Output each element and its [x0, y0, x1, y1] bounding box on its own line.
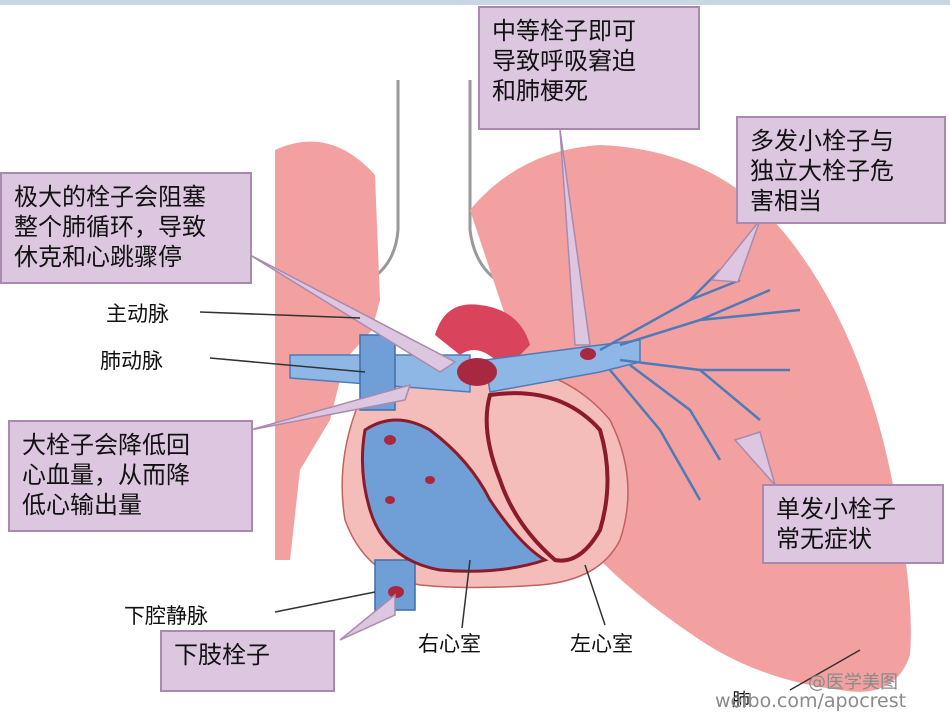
- watermark-url: weibo.com/apocrest: [715, 690, 906, 712]
- label-right-ventricle: 右心室: [418, 628, 481, 658]
- label-pulmonary-artery: 肺动脉: [100, 345, 163, 375]
- callout-large-embolus: 大栓子会降低回 心血量，从而降 低心输出量: [8, 420, 253, 532]
- label-left-ventricle: 左心室: [570, 628, 633, 658]
- callout-moderate-embolus: 中等栓子即可 导致呼吸窘迫 和肺梗死: [478, 6, 700, 130]
- callout-lower-limb-embolus: 下肢栓子: [160, 630, 335, 692]
- callout-huge-embolus: 极大的栓子会阻塞 整个肺循环，导致 休克和心跳骤停: [0, 172, 252, 284]
- callout-multiple-emboli: 多发小栓子与 独立大栓子危 害相当: [736, 116, 946, 224]
- callout-single-small-embolus: 单发小栓子 常无症状: [762, 484, 944, 564]
- label-inferior-vena-cava: 下腔静脉: [124, 600, 208, 630]
- label-aorta: 主动脉: [106, 298, 169, 328]
